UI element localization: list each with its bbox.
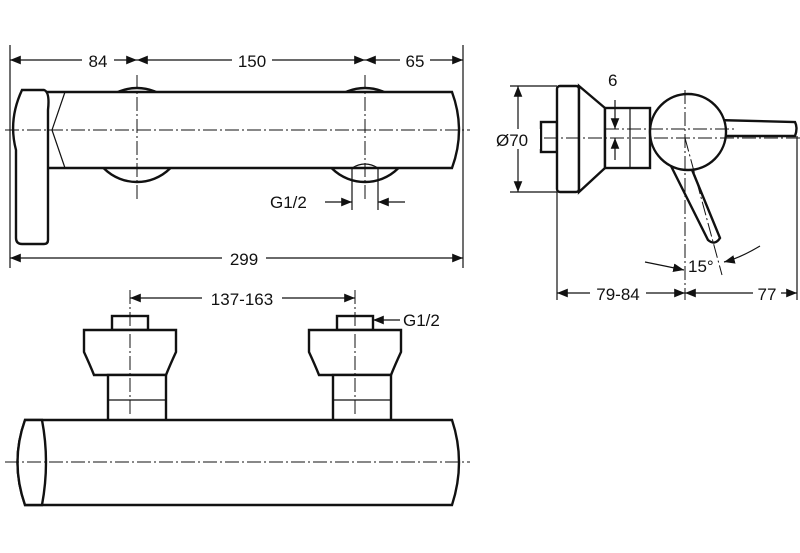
lever-down (666, 158, 722, 244)
dim-offset: 6 (608, 71, 617, 90)
lever-right (713, 118, 798, 138)
lever-handle (11, 88, 50, 246)
rosette (555, 84, 581, 194)
dim-84: 84 (89, 52, 108, 71)
top-view: 137-163 G1/2 (5, 288, 470, 507)
dim-projection: 79-84 (596, 285, 639, 304)
dim-150: 150 (238, 52, 266, 71)
side-view: Ø70 6 15° 79-84 77 (495, 71, 800, 304)
connector-nut (539, 120, 559, 154)
dim-diameter: Ø70 (496, 131, 528, 150)
front-view: 84 150 65 299 G1/2 (5, 45, 470, 269)
thread-label-front: G1/2 (270, 193, 307, 212)
angle-label: 15° (688, 257, 714, 276)
handle-knob (648, 92, 728, 172)
thread-label-top: G1/2 (403, 311, 440, 330)
dim-lever: 77 (758, 285, 777, 304)
dim-spacing: 137-163 (211, 290, 273, 309)
dim-299: 299 (230, 250, 258, 269)
dim-65: 65 (406, 52, 425, 71)
